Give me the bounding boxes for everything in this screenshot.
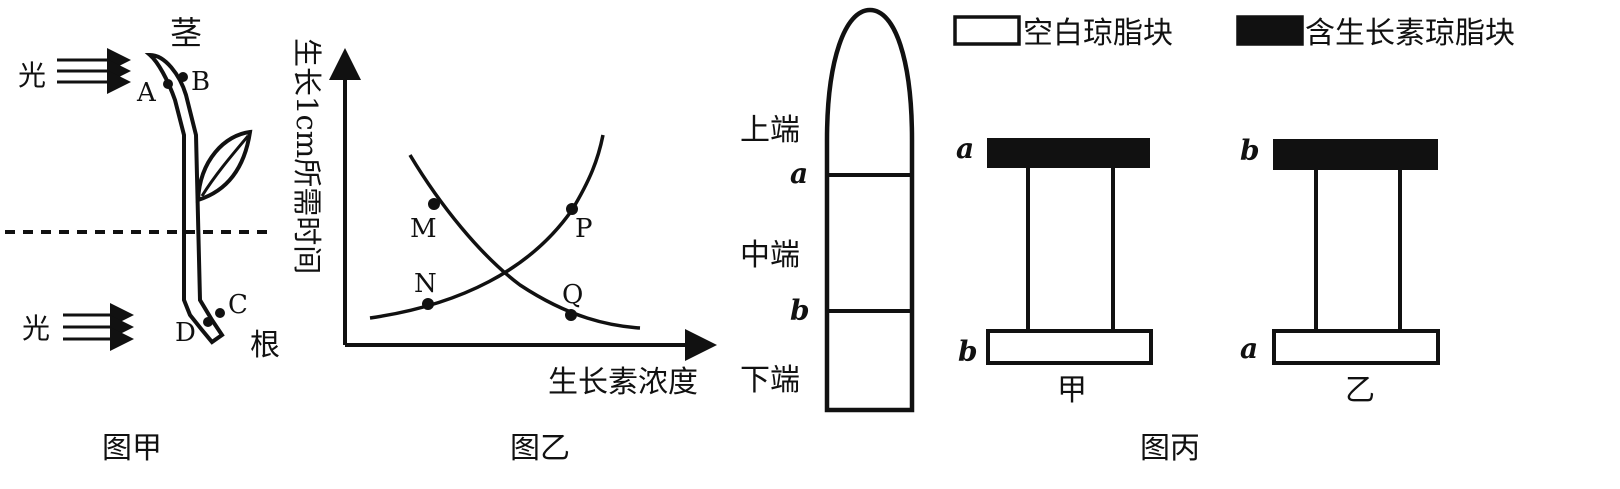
light-arrows-bottom: [63, 303, 134, 351]
y-axis-label: 生长1cm所需时间: [290, 38, 324, 274]
jia-top-label: a: [956, 132, 974, 165]
jia-name: 甲: [1057, 373, 1087, 408]
point-b-label: B: [191, 67, 210, 97]
jia-receiver-block: [986, 329, 1153, 365]
yi-name: 乙: [1345, 373, 1375, 408]
yi-donor-block: [1273, 139, 1438, 170]
point-d-marker: [203, 317, 213, 327]
stem-label: 茎: [170, 14, 202, 52]
coleoptile-outline: [824, 7, 915, 413]
caption-jia: 图甲: [102, 431, 162, 466]
jia-bottom-label: b: [958, 335, 978, 368]
figure-bing: 上端 a 中端 b 下端 空白琼脂块 含生长素琼脂块 a b 甲 b: [740, 7, 1515, 466]
point-m-label: M: [410, 214, 437, 244]
point-m-marker: [428, 198, 440, 210]
seedling-outline: [144, 52, 225, 345]
point-n-marker: [422, 298, 434, 310]
point-p-marker: [566, 203, 578, 215]
legend-blank-label: 空白琼脂块: [1023, 16, 1173, 51]
point-q-label: Q: [562, 280, 583, 310]
point-b-marker: [178, 72, 188, 82]
point-d-label: D: [175, 318, 196, 348]
figure-yi: M P N Q 生长1cm所需时间 生长素浓度 图乙: [290, 38, 717, 466]
yi-top-label: b: [1240, 134, 1260, 167]
point-a-label: A: [136, 78, 157, 108]
legend: 空白琼脂块 含生长素琼脂块: [953, 15, 1515, 51]
yi-receiver-block: [1272, 329, 1440, 365]
yi-bottom-label: a: [1240, 332, 1258, 365]
legend-blank-swatch: [953, 15, 1021, 46]
caption-bing: 图丙: [1140, 431, 1200, 466]
mid-end-label: 中端: [740, 238, 800, 273]
figure-jia: 茎 光 A B 光 C D 根 图甲: [5, 14, 280, 466]
top-end-label: 上端: [740, 113, 800, 148]
point-c-marker: [215, 308, 225, 318]
point-p-label: P: [575, 214, 593, 244]
experiment-yi: b a 乙: [1240, 134, 1440, 408]
x-axis-label: 生长素浓度: [548, 365, 698, 400]
light-label-bottom: 光: [22, 312, 50, 345]
bottom-end-label: 下端: [740, 363, 800, 398]
point-q-marker: [565, 309, 577, 321]
experiment-jia: a b 甲: [956, 132, 1153, 408]
light-arrows-top: [57, 48, 131, 94]
point-a-marker: [163, 79, 173, 89]
point-n-label: N: [414, 269, 437, 299]
segment-b-label: b: [790, 294, 810, 327]
curve-falling: [408, 154, 641, 330]
light-label-top: 光: [18, 59, 46, 92]
point-c-label: C: [228, 290, 248, 320]
jia-donor-block: [987, 138, 1150, 168]
segment-a-label: a: [790, 157, 808, 190]
root-label: 根: [250, 328, 280, 363]
legend-filled-swatch: [1236, 15, 1304, 46]
leaf-vein: [200, 135, 250, 197]
caption-yi: 图乙: [510, 431, 570, 466]
leaf: [195, 129, 253, 203]
legend-filled-label: 含生长素琼脂块: [1305, 16, 1515, 51]
